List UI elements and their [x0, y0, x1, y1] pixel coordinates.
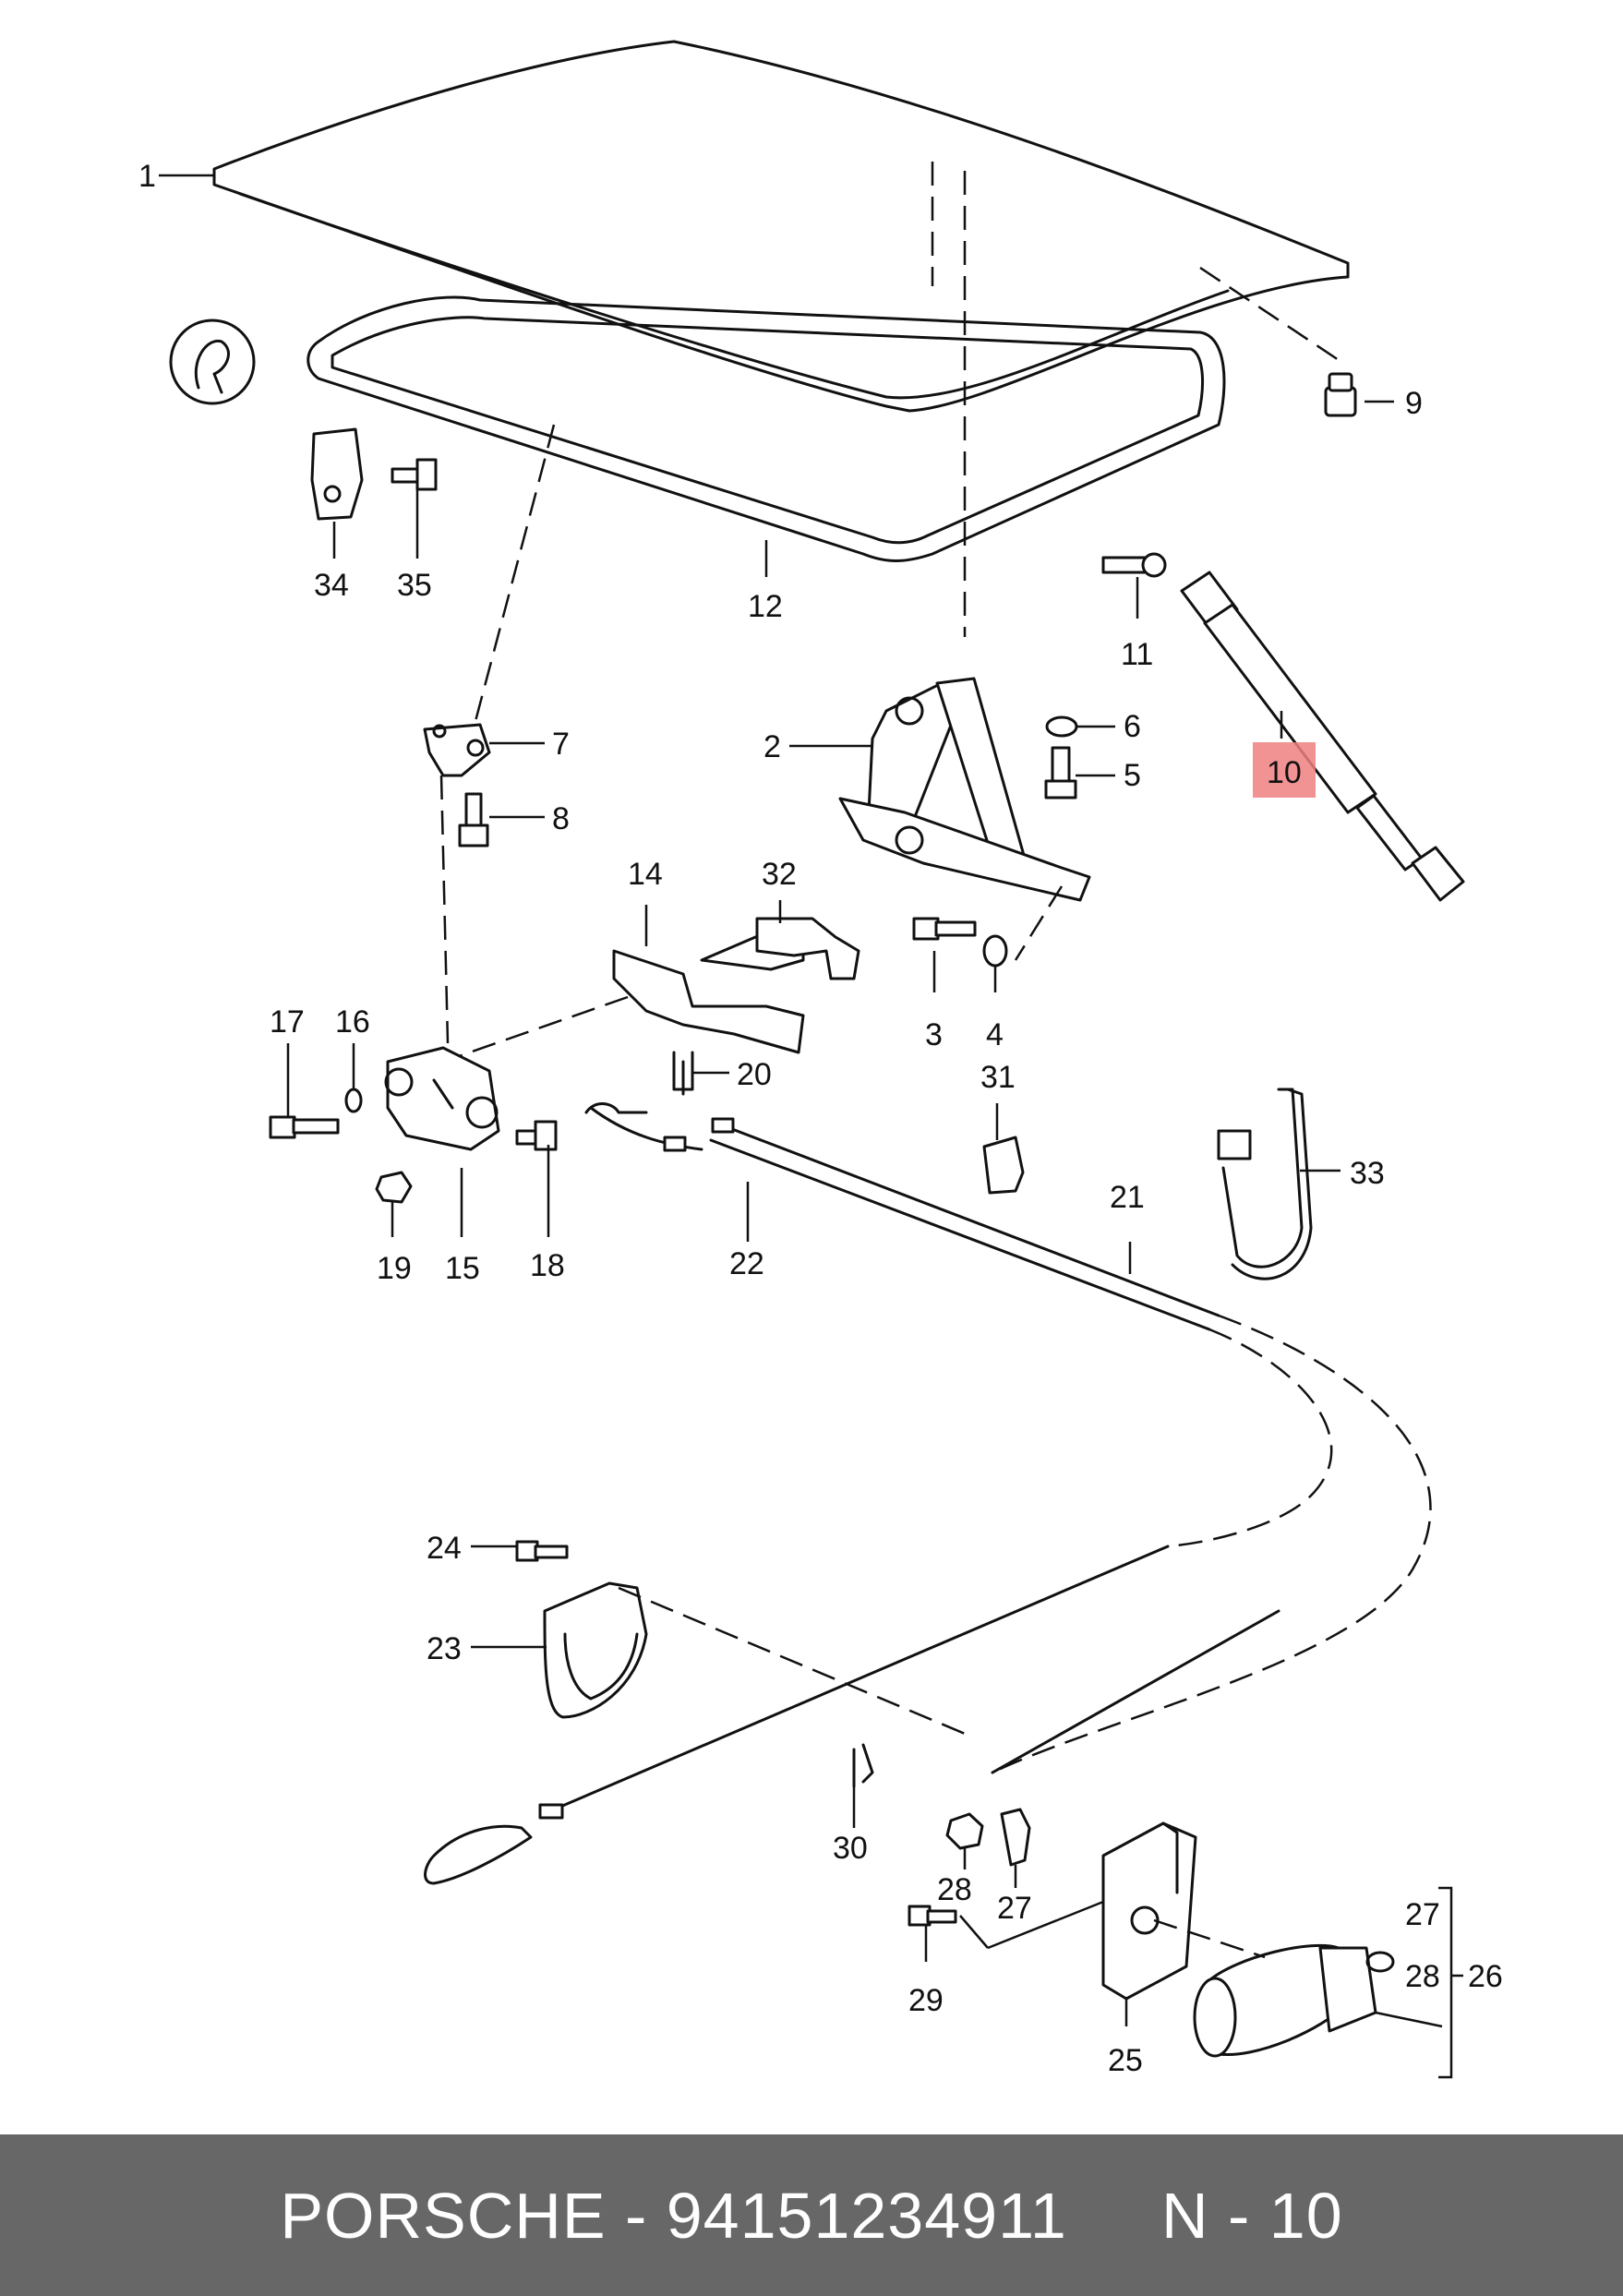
highlight-part-10: [1253, 742, 1316, 798]
part-number-caption: PORSCHE - 94151234911 N - 10: [280, 2179, 1343, 2252]
label-1: 1: [138, 159, 156, 194]
label-21: 21: [1110, 1180, 1145, 1215]
label-6: 6: [1124, 709, 1141, 744]
bracket-34-part: [310, 427, 364, 521]
bracket-23-part: [543, 1581, 970, 1737]
nut-28-part: [945, 1812, 984, 1850]
label-15: 15: [445, 1251, 480, 1286]
bolt-17-part: [269, 1115, 340, 1139]
label-9: 9: [1405, 386, 1423, 421]
front-lid-part: [212, 40, 1350, 637]
gas-strut-part: [1180, 571, 1465, 902]
bonnet-symbol-icon: [169, 319, 256, 405]
screw-35-part: [391, 458, 438, 491]
label-10: 10: [1267, 755, 1302, 790]
label-11: 11: [1121, 637, 1153, 672]
mounting-plate-25-part: [1101, 1821, 1197, 2001]
label-24: 24: [427, 1531, 462, 1566]
seal-frame-part: [307, 295, 1226, 739]
label-3: 3: [925, 1017, 943, 1052]
label-2: 2: [763, 729, 781, 764]
label-27-right: 27: [1405, 1897, 1440, 1932]
label-35: 35: [397, 568, 432, 603]
label-4: 4: [986, 1017, 1004, 1052]
label-32: 32: [762, 857, 797, 892]
washer-4-part: [982, 934, 1008, 968]
label-28-left: 28: [937, 1872, 972, 1907]
label-27-left: 27: [997, 1891, 1032, 1926]
label-31: 31: [980, 1060, 1016, 1095]
label-22: 22: [729, 1246, 764, 1281]
label-18: 18: [530, 1248, 565, 1283]
label-12: 12: [748, 589, 783, 624]
label-8: 8: [552, 801, 570, 836]
label-23: 23: [427, 1631, 462, 1666]
label-19: 19: [377, 1251, 412, 1286]
leader-lines: [159, 174, 1463, 2079]
label-16: 16: [335, 1004, 370, 1040]
strap-33-part: [1217, 1088, 1313, 1280]
label-7: 7: [552, 727, 570, 762]
label-30: 30: [833, 1831, 868, 1866]
bolt-5-part: [1044, 746, 1077, 799]
parts-diagram: 1 9 12 34 35 11 10 2 6 5 7 8 14 32 3 4 1…: [138, 40, 1503, 2079]
label-33: 33: [1350, 1156, 1385, 1191]
label-5: 5: [1124, 758, 1141, 793]
label-28-right: 28: [1405, 1959, 1440, 1994]
guide-7-part: [423, 723, 491, 777]
screw-24-part: [515, 1540, 569, 1562]
clip-31-part: [982, 1136, 1025, 1195]
label-26: 26: [1468, 1959, 1503, 1994]
label-14: 14: [628, 857, 663, 892]
bolt-18-part: [515, 1120, 558, 1151]
release-cable-part: [424, 1102, 1432, 1885]
nut-6-part: [1045, 715, 1078, 738]
washer-16-part: [344, 1088, 363, 1113]
label-20: 20: [737, 1057, 772, 1092]
bracket-32-part: [755, 917, 860, 980]
clamp-27-part: [1000, 1808, 1031, 1867]
label-34: 34: [314, 568, 349, 603]
bolt-11-part: [1101, 552, 1167, 578]
clip-20-part: [672, 1051, 694, 1096]
label-17: 17: [270, 1004, 305, 1040]
lock-cylinder-26-part: [1153, 1918, 1395, 2058]
bracket-14-part: [442, 931, 805, 1064]
footer-bar: PORSCHE - 94151234911 N - 10: [0, 2134, 1623, 2296]
hinge-part: [838, 677, 1091, 961]
bolt-8-part: [458, 792, 489, 847]
clip-30-part: [852, 1743, 874, 1788]
part-number-labels: 1 9 12 34 35 11 10 2 6 5 7 8 14 32 3 4 1…: [138, 159, 1503, 2078]
label-29: 29: [908, 1983, 944, 2018]
bolt-3-part: [912, 917, 977, 941]
screw-29-part: [908, 1905, 957, 1927]
lock-15-part: [384, 1046, 500, 1151]
label-25: 25: [1108, 2043, 1143, 2078]
rubber-buffer-part: [1324, 372, 1357, 417]
nut-19-part: [375, 1171, 413, 1204]
